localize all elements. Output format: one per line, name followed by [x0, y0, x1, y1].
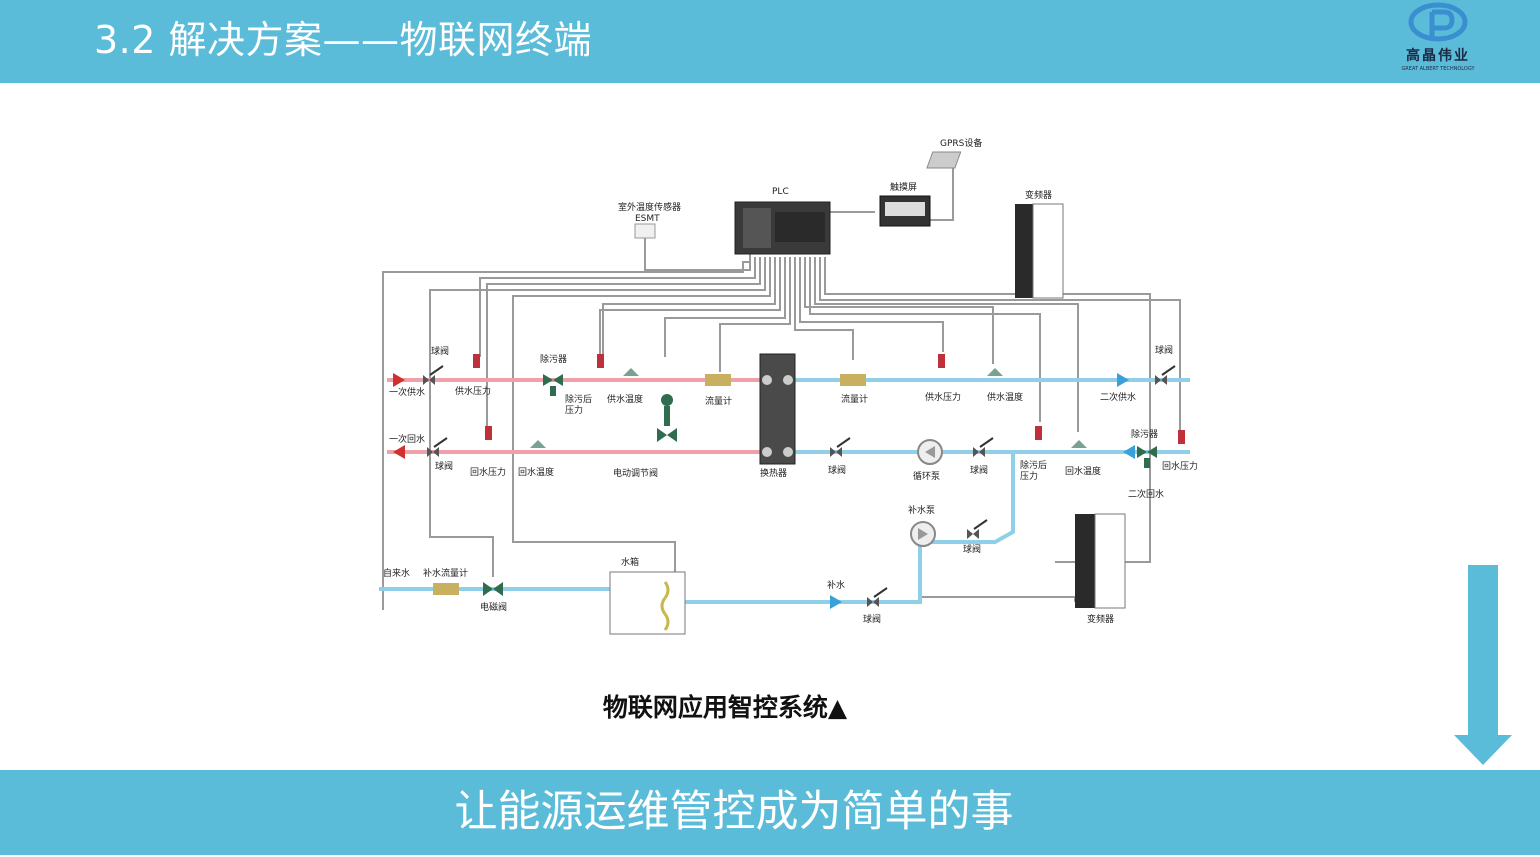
makeup-pump-label: 补水泵 [908, 504, 935, 516]
ball-valve-6-label: 球阀 [963, 543, 981, 555]
secondary-supply-label: 二次供水 [1100, 391, 1136, 403]
heat-exchanger: 换热器 [759, 353, 796, 479]
vfd-bottom: 变频器 [1075, 513, 1126, 625]
makeup-pump: 补水泵 [908, 504, 936, 547]
vfd-bottom-label: 变频器 [1087, 613, 1114, 625]
pressure-transmitters [473, 354, 1185, 444]
flowmeter-1-label: 流量计 [705, 395, 732, 407]
cold-return-arrow-icon [1123, 445, 1135, 459]
makeup-flow-arrow-icon [830, 595, 842, 609]
header-bar: 3.2 解决方案——物联网终端 高晶伟业 GREAT ALBERT TECHNO… [0, 0, 1540, 83]
diagram-caption: 物联网应用智控系统▲ [602, 693, 848, 722]
strainer-1: 除污器 [540, 353, 567, 396]
logo-mark-icon [1408, 2, 1468, 42]
return-pressure-1-label: 回水压力 [470, 466, 506, 478]
hot-flow-arrow-icon [393, 373, 405, 387]
circ-pump-label: 循环泵 [913, 470, 940, 482]
footer-slogan: 让能源运维管控成为简单的事 [454, 787, 1014, 837]
solenoid-label: 电磁阀 [480, 601, 507, 613]
heat-exchanger-label: 换热器 [760, 467, 787, 479]
control-valve: 电动调节阀 [613, 394, 677, 479]
esmt-label: ESMT [635, 214, 660, 224]
supply-temp-2-label: 供水温度 [987, 391, 1023, 403]
plc-label: PLC [772, 187, 789, 197]
gprs-device: GPRS设备 [926, 137, 982, 169]
after-pressure-1-label: 除污后压力 [565, 393, 592, 416]
gprs-label: GPRS设备 [940, 137, 982, 149]
ball-valve-7-label: 球阀 [863, 613, 881, 625]
logo-name: 高晶伟业 [1406, 48, 1470, 64]
strainer-2: 除污器 [1131, 428, 1158, 468]
ball-valve-5-label: 球阀 [970, 464, 988, 476]
strainer-1-label: 除污器 [540, 353, 567, 365]
solenoid-valve: 电磁阀 [480, 582, 507, 613]
logo-subtitle: GREAT ALBERT TECHNOLOGY [1401, 66, 1475, 72]
ball-valve-1-label: 球阀 [431, 345, 449, 357]
circulation-pump: 循环泵 [913, 439, 943, 482]
plc-unit: PLC [734, 187, 831, 255]
vfd-top-label: 变频器 [1025, 189, 1052, 201]
makeup-flowmeter-label: 补水流量计 [423, 567, 468, 579]
water-tank: 水箱 [609, 556, 686, 635]
water-tank-label: 水箱 [621, 556, 639, 568]
return-temp-2-label: 回水温度 [1065, 465, 1101, 477]
touch-screen-label: 触摸屏 [890, 181, 917, 193]
control-valve-label: 电动调节阀 [613, 467, 658, 479]
outdoor-sensor: 室外温度传感器 ESMT [618, 201, 681, 239]
flowmeters [433, 374, 866, 595]
supply-pressure-1-label: 供水压力 [455, 385, 491, 397]
after-pressure-2-label: 除污后压力 [1020, 459, 1047, 482]
ball-valve-2-label: 球阀 [1155, 344, 1173, 356]
hot-return-arrow-icon [393, 445, 405, 459]
temperature-sensors [530, 368, 1087, 448]
supply-pressure-2-label: 供水压力 [925, 391, 961, 403]
strainer-2-label: 除污器 [1131, 428, 1158, 440]
outdoor-sensor-label: 室外温度传感器 [618, 201, 681, 213]
tap-water-label: 自来水 [383, 567, 410, 579]
vfd-top: 变频器 [1015, 189, 1064, 299]
touch-screen: 触摸屏 [879, 181, 931, 227]
primary-return-label: 一次回水 [389, 433, 425, 445]
ball-valves [423, 365, 1176, 607]
company-logo: 高晶伟业 GREAT ALBERT TECHNOLOGY [1392, 2, 1488, 78]
supply-temp-1-label: 供水温度 [607, 393, 643, 405]
ball-valve-3-label: 球阀 [435, 460, 453, 472]
ball-valve-4-label: 球阀 [828, 464, 846, 476]
scroll-down-arrow-icon [1454, 565, 1512, 765]
makeup-label: 补水 [827, 579, 845, 591]
primary-supply-label: 一次供水 [389, 386, 425, 398]
secondary-return-label: 二次回水 [1128, 488, 1164, 500]
cold-flow-arrow-icon [1117, 373, 1129, 387]
return-pressure-2-label: 回水压力 [1162, 460, 1198, 472]
slide-title: 3.2 解决方案——物联网终端 [94, 18, 593, 62]
return-temp-1-label: 回水温度 [518, 466, 554, 478]
flowmeter-2-label: 流量计 [841, 393, 868, 405]
iot-control-diagram: PLC 触摸屏 GPRS设备 室外温度传感器 ESMT 变频器 换热器 电动调节… [379, 137, 1198, 635]
footer-bar: 让能源运维管控成为简单的事 [0, 770, 1540, 855]
